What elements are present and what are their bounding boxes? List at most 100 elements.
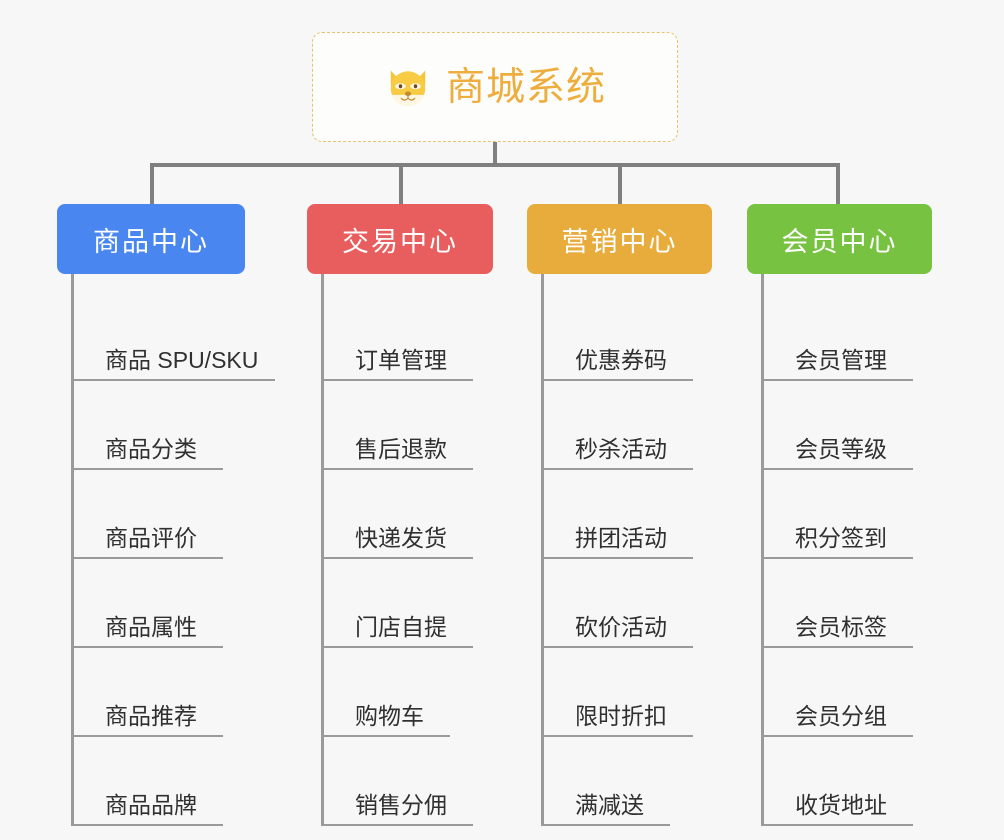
leaf-list-4: 会员管理 会员等级 积分签到 会员标签 会员分组 收货地址: [761, 274, 932, 826]
leaf-label: 商品分类: [105, 435, 197, 462]
category-header-label: 营销中心: [561, 226, 678, 257]
leaf-label: 商品品牌: [105, 791, 197, 818]
column-spine: [321, 274, 324, 826]
leaf-label: 订单管理: [355, 346, 447, 373]
category-column-会员中心: 会员中心 会员管理 会员等级 积分签到 会员标签 会员分组: [747, 204, 932, 826]
list-item[interactable]: 商品推荐: [71, 648, 245, 737]
leaf-label: 积分签到: [795, 524, 887, 551]
leaf-label: 会员等级: [795, 435, 887, 462]
leaf-list-1: 商品 SPU/SKU 商品分类 商品评价 商品属性 商品推荐 商品品牌: [71, 274, 275, 826]
category-column-商品中心: 商品中心 商品 SPU/SKU 商品分类 商品评价 商品属性 商品推荐: [57, 204, 275, 826]
leaf-label: 会员管理: [795, 346, 887, 373]
leaf-label: 优惠券码: [575, 346, 667, 373]
leaf-underline: [71, 646, 223, 648]
list-item[interactable]: 砍价活动: [541, 559, 712, 648]
list-item[interactable]: 快递发货: [321, 470, 493, 559]
connector-bus: [150, 163, 840, 167]
list-item[interactable]: 订单管理: [321, 292, 493, 381]
list-item[interactable]: 会员等级: [761, 381, 932, 470]
leaf-label: 商品评价: [105, 524, 197, 551]
leaf-underline: [321, 735, 450, 737]
leaf-label: 满减送: [575, 791, 644, 818]
list-item[interactable]: 商品 SPU/SKU: [71, 292, 275, 381]
leaf-label: 拼团活动: [575, 524, 667, 551]
leaf-underline: [71, 557, 223, 559]
category-column-交易中心: 交易中心 订单管理 售后退款 快递发货 门店自提 购物车: [307, 204, 493, 826]
category-header-1[interactable]: 商品中心: [57, 204, 245, 274]
root-title: 商城系统: [445, 65, 606, 109]
category-header-label: 交易中心: [342, 226, 458, 257]
list-item[interactable]: 积分签到: [761, 470, 932, 559]
leaf-underline: [761, 646, 913, 648]
column-spine: [71, 274, 74, 826]
list-item[interactable]: 会员管理: [761, 292, 932, 381]
leaf-label: 商品推荐: [105, 702, 197, 729]
list-item[interactable]: 会员标签: [761, 559, 932, 648]
root-node[interactable]: 商城系统: [312, 32, 678, 142]
list-item[interactable]: 限时折扣: [541, 648, 712, 737]
category-header-label: 会员中心: [781, 226, 898, 257]
leaf-label: 会员分组: [795, 702, 887, 729]
list-item[interactable]: 优惠券码: [541, 292, 712, 381]
connector-drop-1: [150, 163, 154, 206]
list-item[interactable]: 门店自提: [321, 559, 493, 648]
leaf-underline: [761, 468, 913, 470]
leaf-underline: [321, 379, 473, 381]
leaf-underline: [541, 379, 693, 381]
category-header-3[interactable]: 营销中心: [527, 204, 712, 274]
connector-drop-2: [399, 163, 403, 206]
category-header-label: 商品中心: [93, 226, 209, 257]
leaf-underline: [71, 824, 223, 826]
column-spine: [761, 274, 764, 826]
leaf-label: 购物车: [355, 702, 424, 729]
leaf-label: 会员标签: [795, 613, 887, 640]
list-item[interactable]: 销售分佣: [321, 737, 493, 826]
leaf-underline: [541, 646, 693, 648]
leaf-underline: [321, 468, 473, 470]
leaf-underline: [321, 646, 473, 648]
leaf-label: 限时折扣: [575, 702, 667, 729]
list-item[interactable]: 商品评价: [71, 470, 245, 559]
category-column-营销中心: 营销中心 优惠券码 秒杀活动 拼团活动 砍价活动 限时折扣: [527, 204, 712, 826]
leaf-underline: [321, 824, 473, 826]
leaf-underline: [761, 379, 913, 381]
leaf-underline: [541, 824, 670, 826]
leaf-label: 售后退款: [355, 435, 447, 462]
connector-drop-4: [836, 163, 840, 206]
list-item[interactable]: 收货地址: [761, 737, 932, 826]
leaf-underline: [761, 735, 913, 737]
leaf-label: 商品 SPU/SKU: [105, 346, 259, 373]
leaf-label: 销售分佣: [355, 791, 447, 818]
list-item[interactable]: 售后退款: [321, 381, 493, 470]
leaf-list-3: 优惠券码 秒杀活动 拼团活动 砍价活动 限时折扣 满减送: [541, 274, 712, 826]
column-spine: [541, 274, 544, 826]
list-item[interactable]: 购物车: [321, 648, 493, 737]
category-header-4[interactable]: 会员中心: [747, 204, 932, 274]
list-item[interactable]: 商品品牌: [71, 737, 245, 826]
leaf-label: 商品属性: [105, 613, 197, 640]
list-item[interactable]: 秒杀活动: [541, 381, 712, 470]
leaf-label: 秒杀活动: [575, 435, 667, 462]
dog-face-icon: [390, 70, 426, 108]
leaf-underline: [71, 468, 223, 470]
list-item[interactable]: 商品属性: [71, 559, 245, 648]
list-item[interactable]: 满减送: [541, 737, 712, 826]
leaf-label: 砍价活动: [575, 613, 667, 640]
leaf-label: 收货地址: [795, 791, 887, 818]
leaf-underline: [761, 824, 913, 826]
list-item[interactable]: 会员分组: [761, 648, 932, 737]
leaf-underline: [321, 557, 473, 559]
leaf-underline: [761, 557, 913, 559]
leaf-underline: [71, 735, 223, 737]
list-item[interactable]: 拼团活动: [541, 470, 712, 559]
leaf-underline: [541, 557, 693, 559]
leaf-underline: [71, 379, 275, 381]
list-item[interactable]: 商品分类: [71, 381, 245, 470]
leaf-label: 快递发货: [355, 524, 447, 551]
leaf-underline: [541, 468, 693, 470]
connector-drop-3: [618, 163, 622, 206]
leaf-label: 门店自提: [355, 613, 447, 640]
category-header-2[interactable]: 交易中心: [307, 204, 493, 274]
leaf-underline: [541, 735, 693, 737]
